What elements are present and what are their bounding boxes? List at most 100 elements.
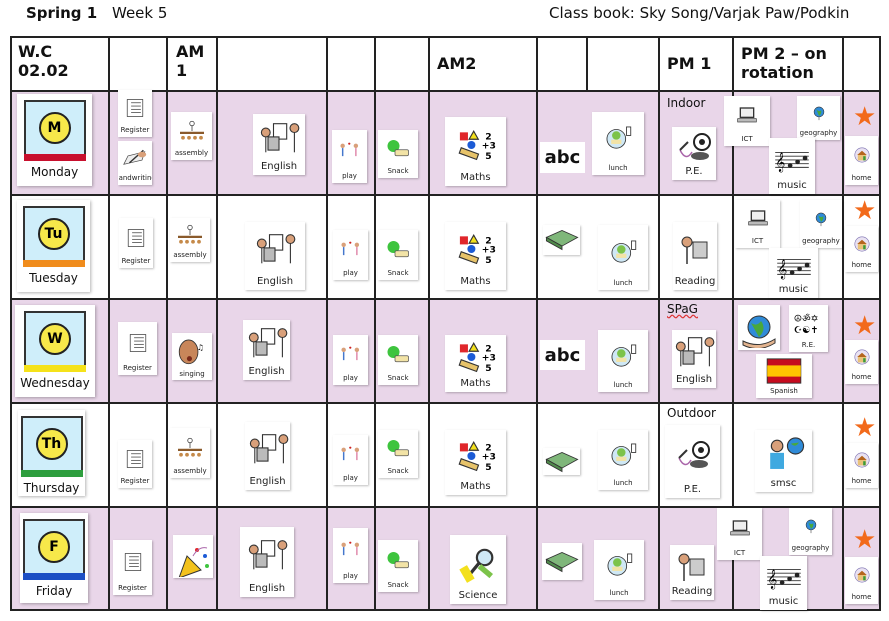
lunch-icon bbox=[598, 225, 648, 279]
english-icon bbox=[240, 527, 294, 583]
row-divider bbox=[10, 36, 880, 38]
card-label: geography bbox=[802, 237, 840, 245]
snack-card: Snack bbox=[378, 540, 418, 592]
assembly-icon bbox=[170, 218, 210, 251]
column-divider bbox=[216, 36, 218, 611]
svg-text:5: 5 bbox=[485, 150, 491, 161]
day-label: Friday bbox=[35, 584, 73, 598]
card-label: Register bbox=[121, 257, 151, 265]
day-card: F Friday bbox=[20, 513, 88, 603]
card-label: lunch bbox=[613, 279, 633, 287]
row-divider bbox=[10, 90, 880, 92]
lunch-card: lunch bbox=[598, 330, 648, 392]
card-label: play bbox=[342, 172, 357, 180]
card-label: lunch bbox=[613, 479, 633, 487]
ict-card: ICT bbox=[717, 508, 762, 560]
card-label: assembly bbox=[173, 251, 207, 259]
ict-icon bbox=[717, 508, 762, 549]
card-label: home bbox=[851, 593, 872, 601]
session-note: Outdoor bbox=[667, 406, 716, 420]
card-label: Spanish bbox=[770, 387, 798, 395]
svg-text:5: 5 bbox=[485, 461, 491, 472]
music-card: 𝄞music bbox=[760, 556, 807, 610]
english-icon bbox=[672, 330, 716, 374]
svg-text:+3: +3 bbox=[481, 244, 495, 255]
music-icon: 𝄞 bbox=[769, 138, 815, 180]
play-icon bbox=[333, 435, 368, 474]
lunch-icon bbox=[594, 540, 644, 589]
register-card: Register bbox=[118, 440, 152, 488]
card-label: Maths bbox=[460, 172, 491, 183]
day-color-bar bbox=[20, 470, 83, 477]
day-letter: Tu bbox=[37, 218, 70, 250]
play-icon bbox=[333, 230, 368, 269]
row-divider bbox=[10, 194, 880, 196]
lunch-icon bbox=[598, 430, 648, 479]
ict-icon bbox=[735, 200, 780, 237]
science-icon bbox=[450, 535, 506, 590]
globe-icon bbox=[738, 305, 780, 350]
abc-card: abc bbox=[540, 142, 585, 173]
column-divider bbox=[879, 36, 881, 611]
snack-icon bbox=[378, 540, 418, 581]
register-card: Register bbox=[118, 322, 157, 375]
card-label: lunch bbox=[608, 164, 628, 172]
svg-text:5: 5 bbox=[485, 255, 491, 266]
book-card bbox=[543, 225, 580, 255]
re-card: ☮ॐ✡☪☯✝R.E. bbox=[789, 305, 828, 352]
column-divider bbox=[326, 36, 328, 611]
register-icon bbox=[118, 322, 157, 364]
column-divider bbox=[374, 36, 376, 611]
svg-text:2: 2 bbox=[485, 235, 491, 246]
science-card: Science bbox=[450, 535, 506, 604]
snack-icon bbox=[378, 335, 418, 374]
snack-icon bbox=[378, 130, 418, 167]
card-label: Maths bbox=[460, 378, 491, 389]
card-label: music bbox=[768, 596, 799, 607]
day-color-bar bbox=[24, 365, 86, 372]
day-letter: W bbox=[39, 323, 71, 355]
card-label: music bbox=[777, 180, 807, 191]
card-label: play bbox=[343, 572, 358, 580]
home-icon bbox=[845, 557, 878, 593]
week-label: Week 5 bbox=[112, 4, 168, 22]
geography-icon bbox=[797, 96, 840, 129]
card-label: P.E. bbox=[685, 166, 703, 177]
term-label: Spring 1 bbox=[26, 4, 98, 22]
day-color-bar bbox=[23, 154, 86, 161]
day-label: Monday bbox=[30, 165, 79, 179]
sun-icon: Th bbox=[20, 416, 83, 470]
column-divider bbox=[10, 36, 12, 611]
assembly-icon bbox=[170, 428, 210, 467]
snack-icon bbox=[378, 230, 418, 269]
english-card: English bbox=[245, 422, 290, 490]
row-divider bbox=[10, 609, 880, 611]
star-icon: ★ bbox=[853, 525, 877, 555]
geography-card: geography bbox=[797, 96, 840, 140]
card-label: ICT bbox=[751, 237, 764, 245]
card-label: P.E. bbox=[683, 484, 702, 495]
spanish-card: Spanish bbox=[756, 354, 812, 398]
card-label: Snack bbox=[387, 467, 409, 475]
card-label: Register bbox=[120, 477, 150, 485]
geography-card: geography bbox=[789, 508, 832, 555]
sun-icon: F bbox=[23, 519, 85, 573]
lunch-card: lunch bbox=[598, 430, 648, 490]
day-card: M Monday bbox=[17, 94, 92, 186]
card-label: handwriting bbox=[118, 174, 152, 182]
play-icon bbox=[333, 335, 368, 374]
lunch-icon bbox=[592, 112, 644, 164]
sun-icon: M bbox=[23, 100, 86, 154]
card-label: home bbox=[851, 373, 872, 381]
card-label: Maths bbox=[460, 276, 491, 287]
card-label: ICT bbox=[741, 135, 753, 143]
card-label: geography bbox=[799, 129, 838, 137]
card-label: Snack bbox=[387, 581, 409, 589]
svg-text:☮ॐ✡: ☮ॐ✡ bbox=[793, 313, 818, 324]
register-icon bbox=[113, 540, 152, 584]
card-label: music bbox=[778, 284, 809, 295]
column-divider bbox=[658, 36, 660, 611]
register-icon bbox=[119, 218, 153, 257]
